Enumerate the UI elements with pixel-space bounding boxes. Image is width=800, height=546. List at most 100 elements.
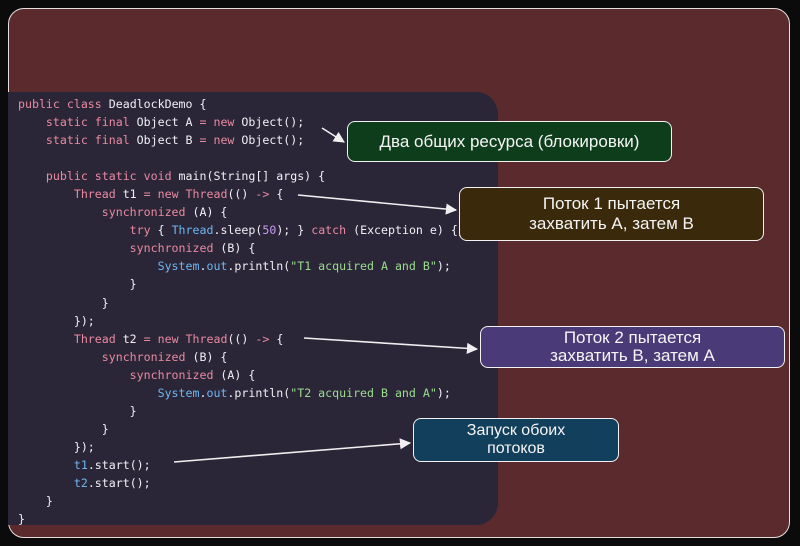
code-token: (Exception e) {} (353, 223, 465, 238)
code-listing: public class DeadlockDemo { static final… (18, 95, 465, 528)
code-line: }); (18, 312, 465, 330)
code-line: } (18, 510, 465, 528)
code-token: Thread (171, 223, 214, 238)
code-token: .println( (227, 385, 291, 400)
code-token: = new (199, 133, 242, 148)
code-token: 50 (262, 223, 277, 238)
code-line: Thread t2 = new Thread(() -> { (18, 330, 465, 348)
code-token: Thread (18, 187, 123, 202)
code-token: } (18, 421, 109, 436)
code-token: out (206, 259, 228, 274)
code-token: t1 (18, 457, 88, 472)
code-token: (B) { (220, 241, 256, 256)
code-token: out (206, 385, 228, 400)
code-line: System.out.println("T1 acquired A and B"… (18, 257, 465, 275)
code-line: t2.start(); (18, 474, 465, 492)
code-line: synchronized (B) { (18, 348, 465, 366)
code-token: .sleep( (213, 223, 263, 238)
code-token: public class (18, 97, 109, 111)
code-token: . (199, 259, 207, 274)
note-thread1: Поток 1 пытается захватить A, затем B (459, 187, 764, 241)
note-thread1-line1: Поток 1 пытается (542, 194, 681, 214)
code-token: System (18, 259, 200, 274)
code-token: } (18, 295, 109, 310)
code-token: static final (18, 115, 137, 130)
code-token: Thread (185, 187, 228, 202)
code-token: (A) { (192, 205, 228, 220)
code-token: (A) { (220, 367, 256, 382)
code-token: ); } (276, 223, 312, 238)
note-thread2-line2: захватить B, затем A (550, 346, 715, 365)
note-start-line2: потоков (487, 440, 545, 457)
code-line: Thread t1 = new Thread(() -> { (18, 185, 465, 203)
code-token: t2 (18, 475, 88, 490)
code-line: t1.start(); (18, 456, 465, 474)
code-line: System.out.println("T2 acquired B and A"… (18, 384, 465, 402)
code-token: System (18, 385, 200, 400)
code-line: } (18, 294, 465, 312)
code-token: Object B (136, 133, 200, 148)
code-token: Thread (185, 331, 228, 346)
code-token: }); (18, 313, 95, 328)
code-token: } (18, 494, 53, 509)
code-token: } (18, 512, 25, 527)
code-line: } (18, 492, 465, 510)
note-start-threads: Запуск обоих потоков (413, 418, 619, 462)
code-token: synchronized (18, 205, 193, 220)
note-shared-resources-text: Два общих ресурса (блокировки) (379, 131, 640, 151)
note-thread2-line1: Поток 2 пытается (563, 328, 702, 348)
code-line: try { Thread.sleep(50); } catch (Excepti… (18, 221, 465, 239)
code-line: } (18, 420, 465, 438)
note-start-line1: Запуск обоих (466, 422, 566, 440)
code-token: }); (18, 439, 95, 454)
code-token: try (18, 223, 158, 238)
code-token: synchronized (18, 241, 221, 256)
code-line: static final Object B = new Object(); (18, 131, 465, 149)
code-line: }); (18, 438, 465, 456)
code-token: = new (143, 331, 186, 346)
code-line: public class DeadlockDemo { (18, 95, 465, 113)
code-token: } (18, 277, 137, 292)
code-token: catch (311, 223, 354, 238)
code-token: ); (436, 259, 451, 274)
code-token: t2 (122, 331, 144, 346)
code-token: synchronized (18, 349, 193, 364)
note-shared-resources: Два общих ресурса (блокировки) (347, 121, 672, 162)
code-token: -> (255, 187, 277, 202)
note-thread1-line2: захватить A, затем B (529, 214, 694, 233)
code-token: -> (255, 331, 277, 346)
code-token: Thread (18, 331, 123, 346)
code-token: public static void (18, 169, 179, 184)
code-token: { (157, 223, 172, 238)
code-token: main(String[] args) { (178, 169, 326, 184)
code-line: } (18, 275, 465, 293)
code-token: (() (227, 187, 256, 202)
code-line: static final Object A = new Object(); (18, 113, 465, 131)
code-token: (B) { (192, 349, 228, 364)
code-line: synchronized (A) { (18, 203, 465, 221)
code-token: Object A (136, 115, 200, 130)
code-token: DeadlockDemo { (108, 97, 207, 111)
code-token: .start(); (87, 457, 151, 472)
code-token: . (199, 385, 207, 400)
code-line: public static void main(String[] args) { (18, 167, 465, 185)
code-token: t1 (122, 187, 144, 202)
note-thread2: Поток 2 пытается захватить B, затем A (480, 326, 785, 368)
code-token: synchronized (18, 367, 221, 382)
code-token: = new (143, 187, 186, 202)
code-token: ); (436, 385, 451, 400)
code-token: "T2 acquired B and A" (290, 385, 437, 400)
code-token: { (276, 331, 284, 346)
code-token: } (18, 403, 137, 418)
code-token: "T1 acquired A and B" (290, 259, 437, 274)
code-token: Object(); (241, 115, 305, 130)
code-token: static final (18, 133, 137, 148)
code-token: (() (227, 331, 256, 346)
code-token: .println( (227, 259, 291, 274)
code-line: } (18, 402, 465, 420)
code-line: synchronized (A) { (18, 366, 465, 384)
code-token: .start(); (87, 475, 151, 490)
code-line: synchronized (B) { (18, 239, 465, 257)
code-token: = new (199, 115, 242, 130)
code-token: { (276, 187, 284, 202)
